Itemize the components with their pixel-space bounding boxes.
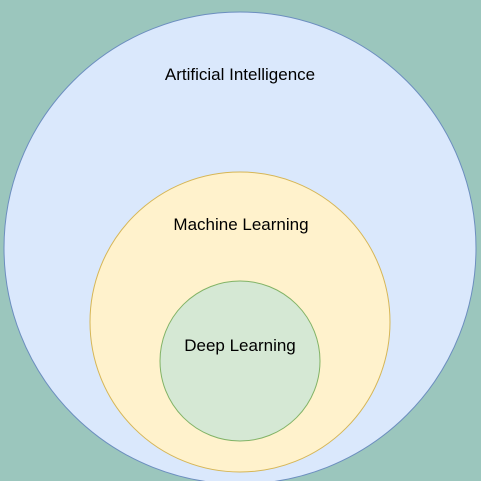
ai-label: Artificial Intelligence xyxy=(165,65,315,84)
dl-label: Deep Learning xyxy=(184,336,296,355)
dl-circle xyxy=(159,280,321,442)
ml-label: Machine Learning xyxy=(173,215,308,234)
